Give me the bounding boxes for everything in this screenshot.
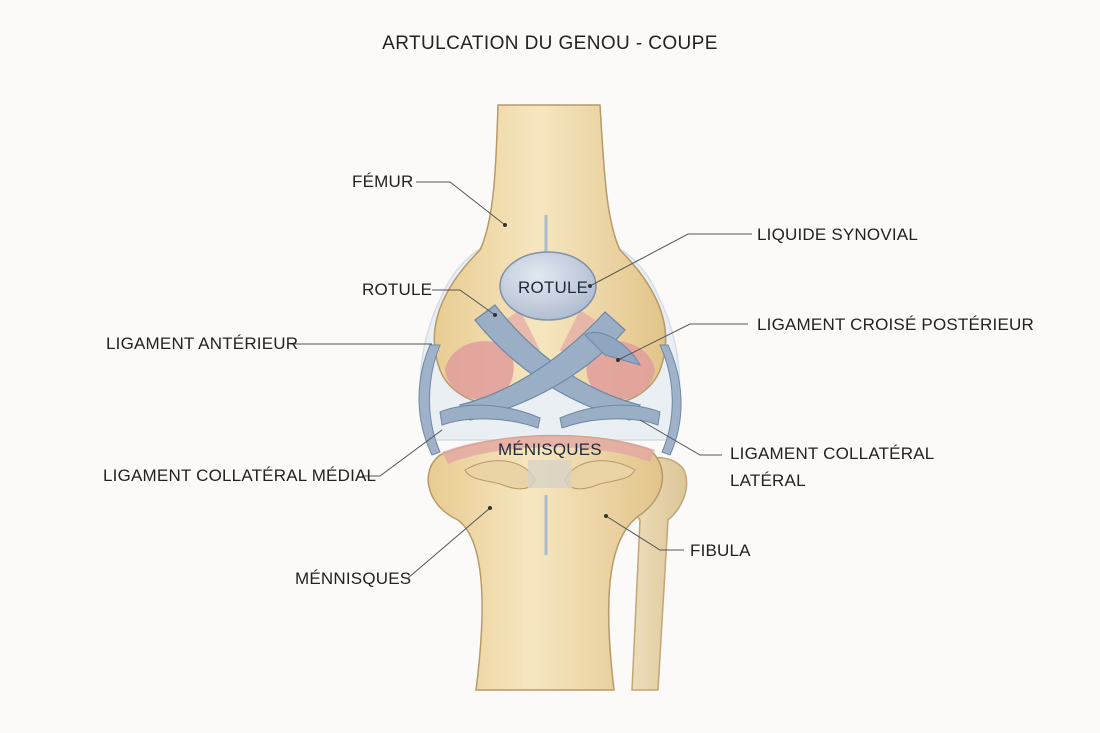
label-liquide-synovial: LIQUIDE SYNOVIAL: [757, 225, 918, 244]
leader-femur: [416, 181, 506, 226]
label-mennisques: MÉNNISQUES: [295, 569, 412, 588]
leader-croise-posterieur: [617, 323, 748, 361]
leader-rotule-left: [432, 289, 496, 316]
label-ligament-anterieur: LIGAMENT ANTÉRIEUR: [106, 334, 299, 353]
patella: [499, 251, 597, 321]
leader-dot-liquide: [588, 284, 592, 288]
posterior-cruciate-fan: [584, 331, 641, 366]
lateral-condyle-cartilage: [586, 341, 655, 400]
anterior-cruciate-ligament: [474, 304, 641, 421]
medial-collateral-ligament: [418, 344, 441, 456]
label-ligament-croise-posterieur: LIGAMENT CROISÉ POSTÉRIEUR: [757, 315, 1034, 334]
diagram-title: ARTULCATION DU GENOU - COUPE: [382, 33, 718, 54]
lateral-meniscus: [564, 460, 636, 490]
label-rotule-center: ROTULE: [518, 278, 589, 297]
leader-dot-rotule-left: [493, 313, 497, 317]
leader-dot-femur: [503, 223, 507, 227]
tibial-spine: [528, 460, 572, 488]
medial-meniscus-band: [439, 404, 541, 429]
lateral-meniscus-band: [559, 404, 661, 429]
label-ligament-collateral-lateral-2: LATÉRAL: [730, 471, 806, 490]
label-femur: FÉMUR: [352, 172, 414, 191]
label-menisques-center: MÉNISQUES: [498, 440, 602, 459]
lateral-collateral-ligament: [659, 344, 682, 456]
leader-fibula: [605, 515, 684, 551]
leader-dot-mennisques: [488, 506, 492, 510]
leader-liquide-synovial: [589, 233, 752, 287]
leader-collateral-medial: [362, 429, 443, 477]
leader-dot-croise: [616, 358, 620, 362]
medial-meniscus: [464, 460, 536, 490]
leader-collateral-lateral: [639, 419, 722, 456]
label-ligament-collateral-lateral-1: LIGAMENT COLLATÉRAL: [730, 444, 935, 463]
posterior-cruciate-ligament: [459, 311, 626, 421]
label-rotule-left: ROTULE: [362, 280, 433, 299]
tibia-plateau-cartilage: [442, 435, 655, 464]
leader-dot-fibula: [604, 514, 608, 518]
label-ligament-collateral-medial: LIGAMENT COLLATÉRAL MÉDIAL: [103, 466, 377, 485]
label-fibula: FIBULA: [690, 541, 751, 560]
medial-condyle-cartilage: [445, 341, 514, 400]
leader-mennisques: [407, 507, 491, 579]
